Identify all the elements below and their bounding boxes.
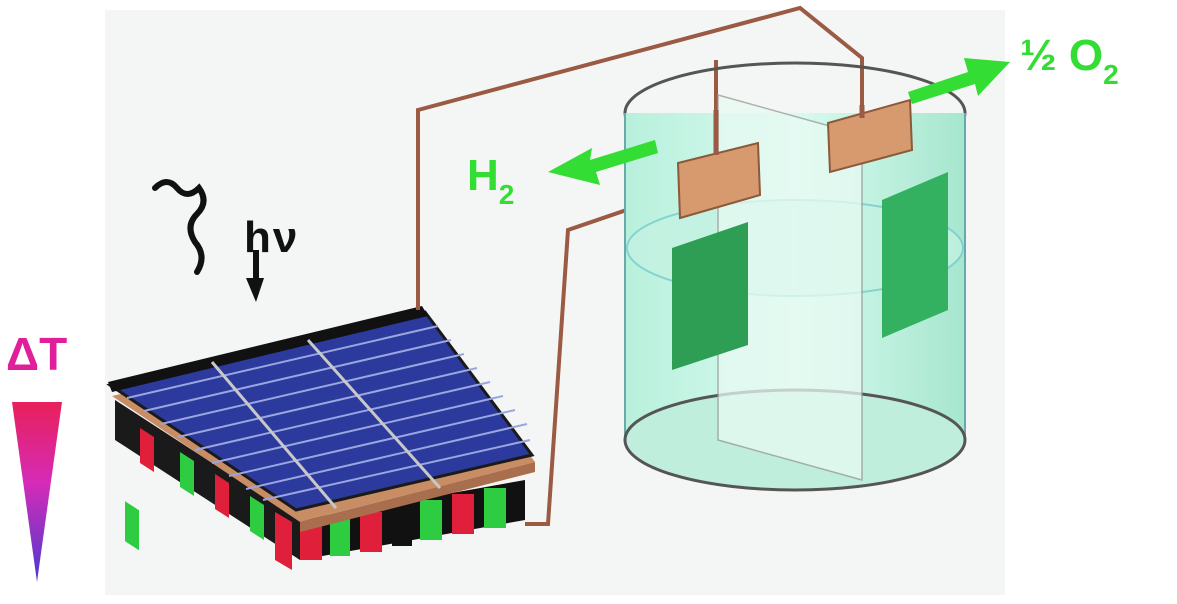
electrolysis-cell [623, 61, 967, 492]
solar-cell-gridlines [126, 325, 531, 509]
hydrogen-output: H2 [467, 140, 658, 210]
oxygen-arrow-icon [908, 58, 1010, 104]
temperature-gradient-icon [12, 402, 62, 582]
thermoelectric-solar-module [106, 306, 535, 570]
photon-label: hν [244, 213, 297, 262]
photon-arrow-head-icon [246, 278, 264, 302]
cathode-submerged [672, 222, 748, 370]
anode-submerged [882, 172, 948, 338]
anode-electrode [826, 98, 914, 174]
oxygen-label: ½ O2 [1020, 31, 1119, 90]
thermoelectric-legs [125, 428, 506, 570]
hydrogen-arrow-icon [548, 140, 658, 185]
delta-t-label: ΔT [6, 328, 67, 380]
oxygen-output: ½ O2 [908, 31, 1119, 104]
cathode-electrode [676, 141, 762, 220]
photon-wavy-arrow-icon [152, 179, 207, 275]
hydrogen-label: H2 [467, 151, 514, 210]
